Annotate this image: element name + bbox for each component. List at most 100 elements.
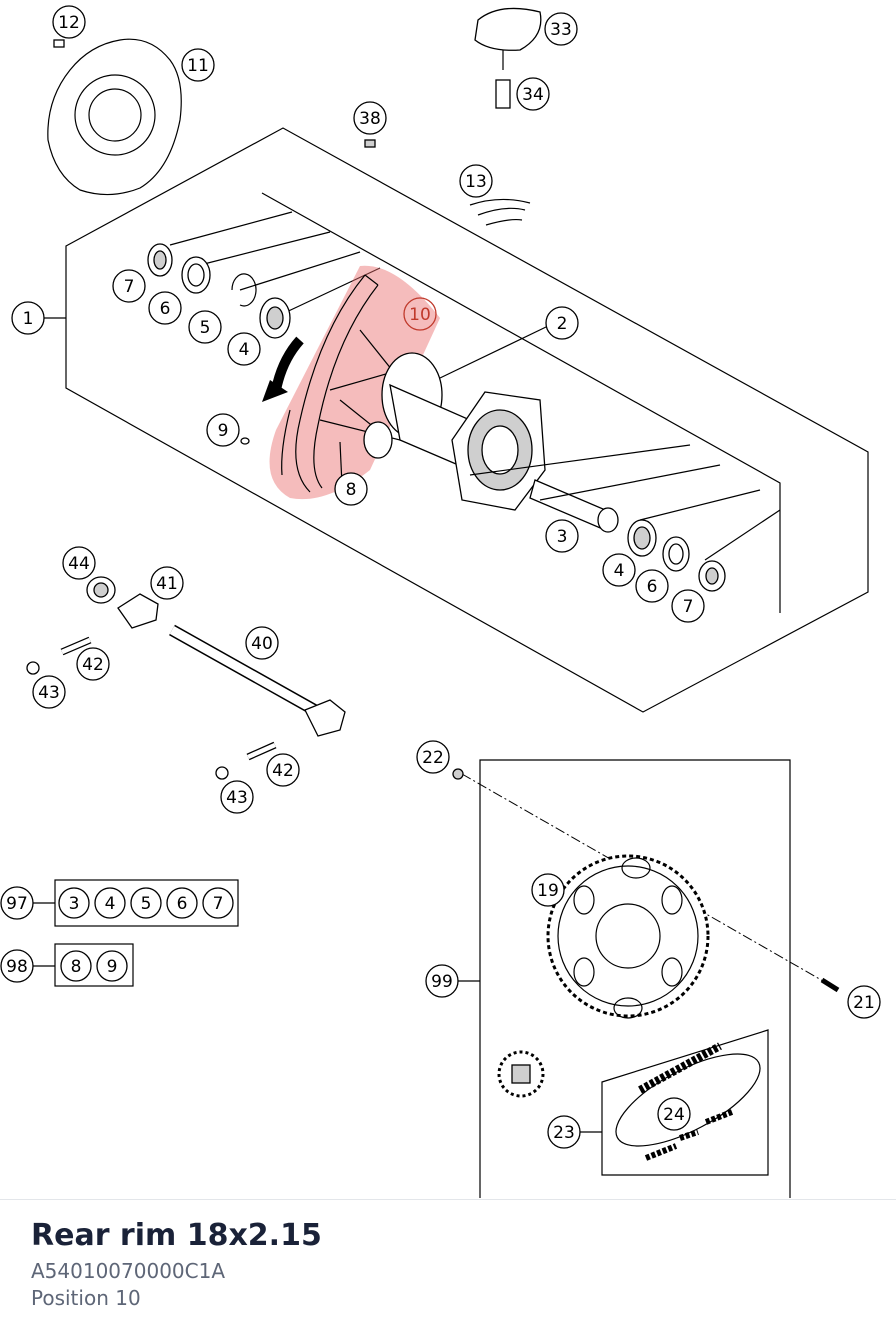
callout-7b[interactable]: 7	[671, 589, 705, 623]
svg-text:42: 42	[82, 655, 104, 675]
shaft-seal-right[interactable]	[662, 536, 690, 572]
callout-9[interactable]: 9	[206, 413, 240, 447]
chain-adjuster-41[interactable]	[117, 593, 159, 629]
callout-1[interactable]: 1	[11, 301, 45, 335]
distance-sleeve-left[interactable]	[147, 243, 173, 277]
callout-4a[interactable]: 4	[227, 332, 261, 366]
svg-text:7: 7	[124, 277, 135, 297]
svg-text:8: 8	[346, 480, 357, 500]
callout-22[interactable]: 22	[416, 740, 450, 774]
callout-24[interactable]: 24	[657, 1097, 691, 1131]
svg-text:40: 40	[251, 634, 273, 654]
callout-33[interactable]: 33	[544, 12, 578, 46]
lock-ring[interactable]	[231, 273, 257, 307]
kit-98-item[interactable]: 8	[60, 950, 92, 982]
collar-nut-22[interactable]	[452, 768, 464, 780]
svg-text:11: 11	[187, 56, 209, 76]
sprocket-screw-21[interactable]	[820, 977, 840, 993]
screw-12[interactable]	[53, 39, 65, 48]
callout-34[interactable]: 34	[516, 77, 550, 111]
svg-text:10: 10	[409, 305, 431, 325]
callout-99[interactable]: 99	[425, 964, 459, 998]
kit-97-item[interactable]: 4	[94, 887, 126, 919]
svg-text:8: 8	[71, 957, 82, 977]
svg-text:5: 5	[141, 894, 152, 914]
wheel-hub[interactable]	[319, 329, 546, 511]
kit-97-item[interactable]: 5	[130, 887, 162, 919]
shaft-seal-left[interactable]	[181, 256, 211, 294]
svg-text:3: 3	[557, 527, 568, 547]
rear-sprocket[interactable]	[546, 854, 710, 1019]
svg-text:19: 19	[537, 881, 559, 901]
callout-97[interactable]: 97	[0, 886, 34, 920]
part-number: A54010070000C1A	[31, 1259, 226, 1283]
callout-40[interactable]: 40	[245, 626, 279, 660]
spoke-nipple[interactable]	[240, 437, 250, 445]
callout-21[interactable]: 21	[847, 985, 881, 1019]
front-sprocket[interactable]	[497, 1050, 545, 1098]
spoke-set[interactable]	[469, 198, 531, 226]
adjusting-screw-42b[interactable]	[246, 741, 277, 761]
kit-98-item[interactable]: 9	[96, 950, 128, 982]
ball-bearing-left[interactable]	[259, 297, 291, 339]
callout-98[interactable]: 98	[0, 949, 34, 983]
wheel-spindle[interactable]	[169, 624, 346, 737]
callout-38[interactable]: 38	[353, 101, 387, 135]
callout-3a[interactable]: 3	[545, 519, 579, 553]
svg-text:4: 4	[239, 340, 250, 360]
svg-text:33: 33	[550, 20, 572, 40]
svg-text:9: 9	[218, 421, 229, 441]
callout-4b[interactable]: 4	[602, 553, 636, 587]
nipple-adapter[interactable]	[495, 79, 511, 109]
hex-nut-43a[interactable]	[26, 661, 40, 675]
ball-bearing-right[interactable]	[627, 519, 657, 557]
callout-6a[interactable]: 6	[148, 291, 182, 325]
svg-text:98: 98	[6, 957, 28, 977]
svg-text:5: 5	[200, 318, 211, 338]
spacer-tube[interactable]	[529, 479, 619, 533]
callout-7a[interactable]: 7	[112, 269, 146, 303]
kit-97	[32, 879, 239, 927]
callout-6b[interactable]: 6	[635, 569, 669, 603]
callout-42b[interactable]: 42	[266, 753, 300, 787]
spoke-wrench[interactable]	[474, 7, 542, 70]
callout-23[interactable]: 23	[547, 1115, 581, 1149]
svg-text:7: 7	[683, 597, 694, 617]
callout-13[interactable]: 13	[459, 164, 493, 198]
svg-text:99: 99	[431, 972, 453, 992]
callout-43b[interactable]: 43	[220, 780, 254, 814]
kit-97-item[interactable]: 3	[58, 887, 90, 919]
callout-2[interactable]: 2	[545, 306, 579, 340]
chain-joint[interactable]	[679, 1109, 734, 1141]
svg-text:4: 4	[614, 561, 625, 581]
svg-text:44: 44	[68, 554, 90, 574]
callout-43a[interactable]: 43	[32, 675, 66, 709]
svg-text:4: 4	[105, 894, 116, 914]
distance-sleeve-right[interactable]	[698, 560, 726, 592]
valve-cap[interactable]	[364, 139, 376, 148]
callout-42a[interactable]: 42	[76, 647, 110, 681]
svg-text:2: 2	[557, 314, 568, 334]
part-title: Rear rim 18x2.15	[31, 1218, 322, 1253]
callout-41[interactable]: 41	[150, 566, 184, 600]
callout-10-selected[interactable]: 10	[403, 297, 437, 331]
drive-chain[interactable]	[603, 1036, 772, 1164]
svg-text:23: 23	[553, 1123, 575, 1143]
callout-8[interactable]: 8	[334, 472, 368, 506]
rotation-arrow-icon	[262, 336, 304, 402]
callout-19[interactable]: 19	[531, 873, 565, 907]
brake-disc[interactable]	[47, 38, 182, 196]
kit-97-item[interactable]: 7	[202, 887, 234, 919]
callout-12[interactable]: 12	[52, 5, 86, 39]
kit-97-item[interactable]: 6	[166, 887, 198, 919]
svg-text:21: 21	[853, 993, 875, 1013]
svg-text:24: 24	[663, 1105, 685, 1125]
callout-5[interactable]: 5	[188, 310, 222, 344]
axle-nut-44[interactable]	[86, 576, 116, 604]
adjusting-screw-42a[interactable]	[60, 636, 92, 656]
callout-11[interactable]: 11	[181, 48, 215, 82]
hex-nut-43b[interactable]	[215, 766, 229, 780]
svg-text:22: 22	[422, 748, 444, 768]
callout-44[interactable]: 44	[62, 546, 96, 580]
wheel-assembly-frame	[65, 127, 869, 713]
